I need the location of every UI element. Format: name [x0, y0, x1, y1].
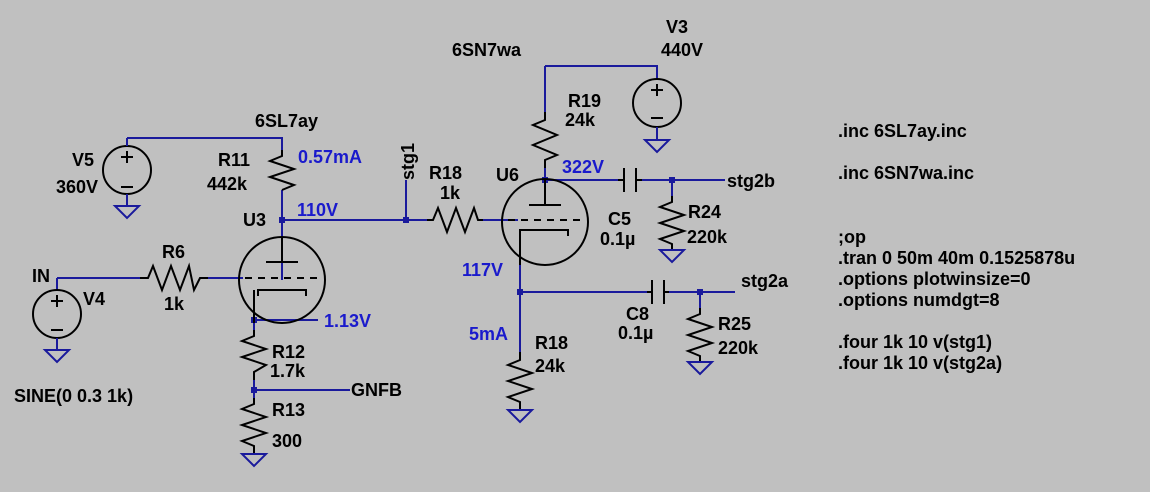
- resistor-r19[interactable]: [530, 112, 560, 168]
- u6-name: U6: [496, 165, 519, 185]
- v4-name: V4: [83, 289, 105, 309]
- directive-line[interactable]: .four 1k 10 v(stg1): [838, 332, 992, 352]
- directive-line[interactable]: .options plotwinsize=0: [838, 269, 1031, 289]
- op-annotations: 0.57mA 322V 110V 117V 1.13V 5mA: [297, 147, 604, 344]
- r12-value: 1.7k: [270, 361, 306, 381]
- stg1-label: stg1: [398, 143, 418, 180]
- directive-line[interactable]: .options numdgt=8: [838, 290, 1000, 310]
- i-r11-annotation: 0.57mA: [298, 147, 362, 167]
- c5-value: 0.1µ: [600, 229, 635, 249]
- directive-line[interactable]: .four 1k 10 v(stg2a): [838, 353, 1002, 373]
- voltage-source-v3[interactable]: [632, 78, 682, 140]
- r11-value: 442k: [207, 174, 248, 194]
- v3-value: 440V: [661, 40, 703, 60]
- r25-value: 220k: [718, 338, 759, 358]
- r24-name: R24: [688, 202, 721, 222]
- voltage-source-v4[interactable]: [32, 289, 82, 350]
- r13-name: R13: [272, 400, 305, 420]
- r18-cathode-value: 24k: [535, 356, 566, 376]
- v3-name: V3: [666, 17, 688, 37]
- v-cathode-u3-annotation: 1.13V: [324, 311, 371, 331]
- directive-line[interactable]: ;op: [838, 227, 866, 247]
- r18-grid-name: R18: [429, 163, 462, 183]
- r19-value: 24k: [565, 110, 596, 130]
- r13-value: 300: [272, 431, 302, 451]
- c8-name: C8: [626, 304, 649, 324]
- resistor-r6[interactable]: [140, 262, 208, 294]
- directive-line[interactable]: .inc 6SL7ay.inc: [838, 121, 967, 141]
- v-plate-u3-annotation: 110V: [297, 200, 338, 220]
- capacitor-c5[interactable]: [618, 168, 642, 192]
- c5-name: C5: [608, 209, 631, 229]
- c8-value: 0.1µ: [618, 323, 653, 343]
- voltage-source-v5[interactable]: [102, 138, 152, 206]
- resistor-r18-cathode[interactable]: [504, 352, 536, 410]
- r6-value: 1k: [164, 294, 185, 314]
- resistor-r11[interactable]: [266, 150, 298, 191]
- tube-u6[interactable]: [501, 178, 589, 266]
- stg2a-label: stg2a: [741, 271, 789, 291]
- v-cathode-u6-annotation: 117V: [462, 260, 503, 280]
- resistor-r12[interactable]: [238, 330, 270, 380]
- resistor-r18-grid[interactable]: [427, 205, 483, 235]
- r19-name: R19: [568, 91, 601, 111]
- v5-name: V5: [72, 150, 94, 170]
- capacitor-c8[interactable]: [647, 280, 669, 304]
- directive-line[interactable]: .tran 0 50m 40m 0.1525878u: [838, 248, 1075, 268]
- r6-name: R6: [162, 242, 185, 262]
- r18-grid-value: 1k: [440, 183, 461, 203]
- in-label: IN: [32, 266, 50, 286]
- i-r18-annotation: 5mA: [469, 324, 508, 344]
- v-plate-u6-annotation: 322V: [562, 157, 604, 177]
- r24-value: 220k: [687, 227, 728, 247]
- sine-source-label: SINE(0 0.3 1k): [14, 386, 133, 406]
- resistor-r25[interactable]: [684, 308, 716, 362]
- spice-directives: .inc 6SL7ay.inc .inc 6SN7wa.inc ;op .tra…: [838, 121, 1075, 373]
- tube-u3[interactable]: [238, 236, 326, 324]
- directive-line[interactable]: .inc 6SN7wa.inc: [838, 163, 974, 183]
- u3-model-label: 6SL7ay: [255, 111, 318, 131]
- u6-model-label: 6SN7wa: [452, 40, 522, 60]
- r18-cathode-name: R18: [535, 333, 568, 353]
- r25-name: R25: [718, 314, 751, 334]
- r11-name: R11: [218, 150, 250, 170]
- r12-name: R12: [272, 342, 305, 362]
- gnfb-label: GNFB: [351, 380, 402, 400]
- stg2b-label: stg2b: [727, 171, 775, 191]
- resistor-r24[interactable]: [656, 196, 688, 250]
- u3-name: U3: [243, 210, 266, 230]
- component-labels: V3 440V 6SN7wa R19 24k 6SL7ay V5 360V R1…: [14, 17, 789, 451]
- ground-symbols: [42, 139, 715, 468]
- v5-value: 360V: [56, 177, 98, 197]
- resistor-r13[interactable]: [238, 398, 270, 454]
